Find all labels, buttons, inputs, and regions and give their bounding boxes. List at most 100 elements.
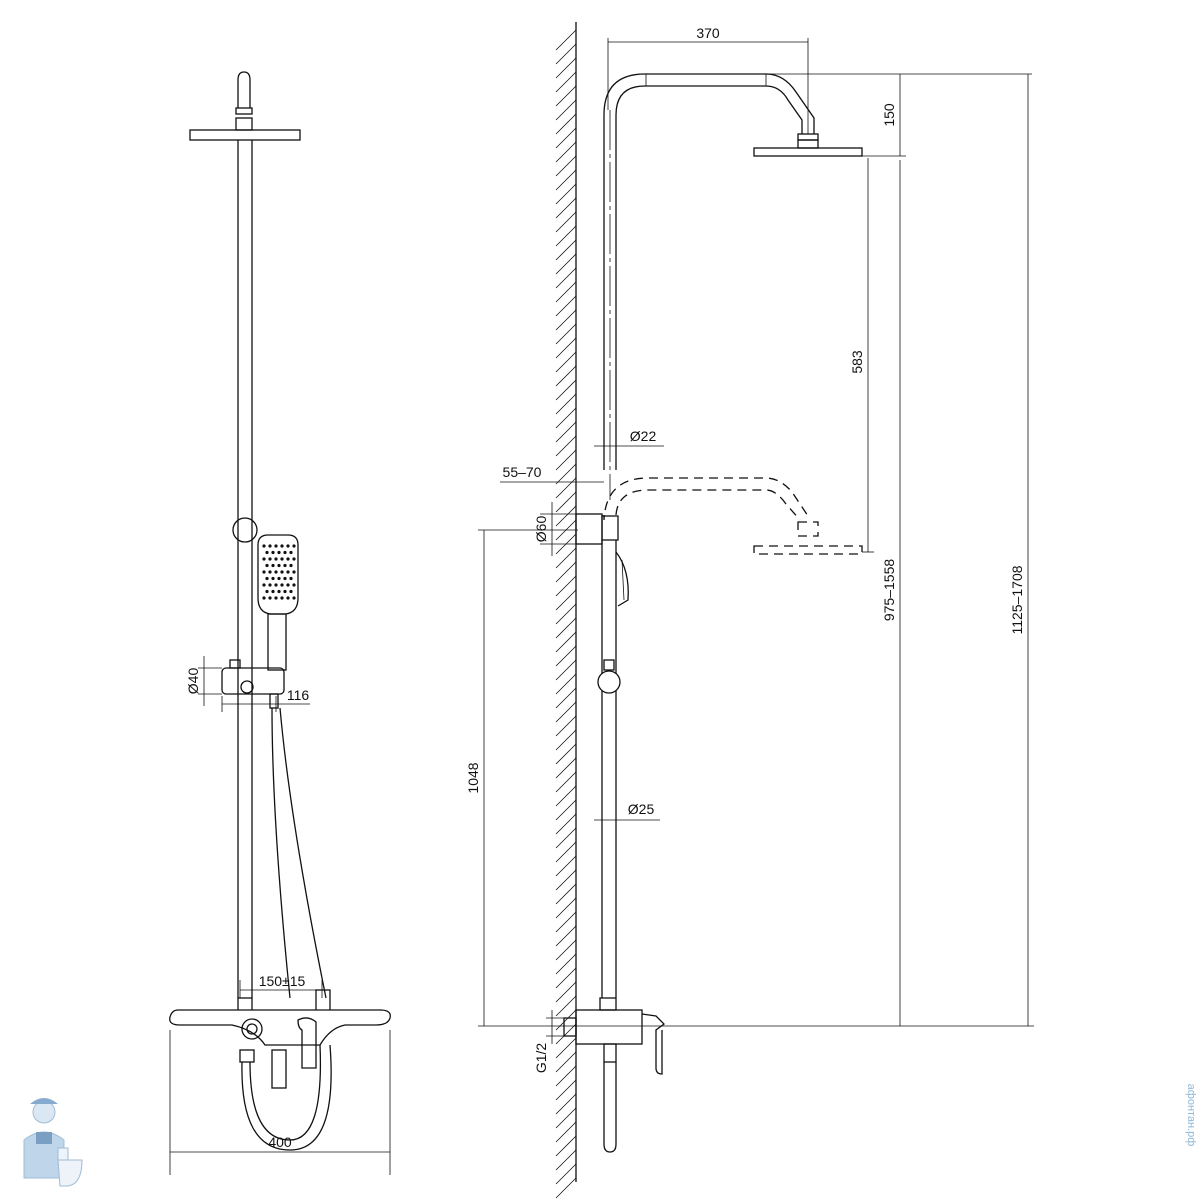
wall — [555, 22, 577, 1199]
wall-hatch-line — [555, 295, 577, 317]
dim-bracket-diameter: Ø60 — [533, 516, 549, 543]
nozzle-dot — [265, 550, 269, 555]
wall-hatch-line — [555, 841, 577, 863]
nozzle-dot — [271, 589, 275, 594]
front-hose-joint — [315, 989, 331, 1013]
wall-hatch-line — [555, 155, 577, 177]
side-mixer-lever — [641, 1013, 665, 1075]
wall-hatch-line — [555, 883, 577, 905]
wall-hatch-line — [555, 491, 577, 513]
side-rain-head — [753, 147, 863, 157]
nozzle-dot — [262, 596, 266, 600]
wall-hatch-line — [555, 141, 577, 163]
front-hose-loop-outer — [241, 1044, 332, 1151]
wall-hatch-line — [555, 785, 577, 807]
wall-hatch-line — [555, 645, 577, 667]
nozzle-dot — [268, 596, 272, 600]
front-head-joint — [235, 117, 253, 131]
dim-wall-gap: 55–70 — [503, 464, 542, 480]
wall-hatch-line — [555, 925, 577, 947]
wall-hatch-line — [555, 561, 577, 583]
wall-hatch-line — [555, 463, 577, 485]
nozzle-dot — [286, 570, 290, 574]
front-mixer-lever — [297, 1017, 317, 1069]
nozzle-dot — [277, 550, 281, 555]
watermark-text: афонтан.рф — [1185, 1084, 1197, 1147]
front-hose-inner — [271, 707, 291, 999]
wall-hatch-line — [555, 1177, 577, 1199]
wall-hatch-line — [555, 281, 577, 303]
wall-hatch-line — [555, 1107, 577, 1129]
nozzle-dot — [262, 544, 266, 548]
wall-hatch-line — [555, 715, 577, 737]
side-slider-knob — [597, 670, 621, 694]
front-mixer-shelf — [169, 1009, 391, 1046]
wall-hatch-line — [555, 869, 577, 891]
front-slider-screw — [240, 680, 254, 694]
nozzle-dot — [289, 576, 293, 581]
watermark: афонтан.рф — [23, 1084, 1197, 1187]
wall-hatch-line — [555, 799, 577, 821]
nozzle-dot — [274, 557, 278, 561]
wall-hatch-line — [555, 743, 577, 765]
front-upper-holder — [232, 517, 258, 543]
wall-hatch-line — [555, 365, 577, 387]
dim-pipe-upper-diameter: Ø22 — [630, 428, 657, 444]
wall-hatch-line — [555, 981, 577, 1003]
side-wall-bracket — [575, 513, 603, 545]
dim-head-height: 975–1558 — [881, 559, 897, 622]
dim-head-travel: 583 — [849, 350, 865, 374]
front-hand-shower-handle — [267, 613, 287, 671]
nozzle-dot — [292, 583, 296, 587]
wall-hatch-line — [555, 687, 577, 709]
wall-hatch-line — [555, 1121, 577, 1143]
nozzle-dot — [268, 557, 272, 561]
dim-thread: G1/2 — [533, 1043, 549, 1074]
nozzle-dot — [268, 544, 272, 548]
nozzle-dot — [286, 544, 290, 548]
nozzle-dot — [280, 583, 284, 587]
nozzle-dot — [289, 563, 293, 568]
side-head-joint — [797, 139, 819, 149]
wall-hatch-line — [555, 547, 577, 569]
nozzle-dot — [274, 570, 278, 574]
side-hand-shower-face — [621, 559, 625, 601]
nozzle-dot — [283, 550, 287, 555]
side-bracket-clamp — [601, 515, 619, 541]
wall-hatch-line — [555, 435, 577, 457]
nozzle-dot — [292, 596, 296, 600]
nozzle-dot — [274, 596, 278, 600]
wall-hatch-line — [555, 1065, 577, 1087]
wall-hatch-line — [555, 337, 577, 359]
front-left-eccentric-inner — [246, 1023, 258, 1035]
plumber-mascot-logo — [23, 1098, 83, 1187]
wall-hatch-line — [555, 449, 577, 471]
front-spout — [271, 1049, 287, 1089]
front-outlet-nut — [239, 1049, 255, 1063]
wall-hatch-line — [555, 771, 577, 793]
wall-hatch-line — [555, 253, 577, 275]
wall-hatch-line — [555, 589, 577, 611]
wall-hatch-line — [555, 225, 577, 247]
wall-hatch-line — [555, 267, 577, 289]
wall-hatch-line — [555, 351, 577, 373]
wall-hatch-line — [555, 1149, 577, 1171]
front-top-nut — [235, 107, 253, 115]
wall-hatch-line — [555, 505, 577, 527]
front-hose-outer — [279, 707, 327, 999]
wall-hatch-line — [555, 617, 577, 639]
wall-hatch-line — [555, 1023, 577, 1045]
side-head-nut — [797, 133, 819, 141]
dim-pipe-lower-diameter: Ø25 — [628, 801, 655, 817]
side-pipe-joint — [599, 997, 617, 1011]
dim-total-height: 1125–1708 — [1009, 565, 1025, 634]
nozzle-dot — [289, 589, 293, 594]
wall-hatch-line — [555, 393, 577, 415]
wall-hatch-line — [555, 407, 577, 429]
dim-arm-reach: 370 — [696, 25, 720, 41]
wall-hatch-line — [555, 757, 577, 779]
side-arm-lowered-inner — [615, 489, 801, 521]
wall-hatch-line — [555, 1051, 577, 1073]
wall-hatch-line — [555, 477, 577, 499]
